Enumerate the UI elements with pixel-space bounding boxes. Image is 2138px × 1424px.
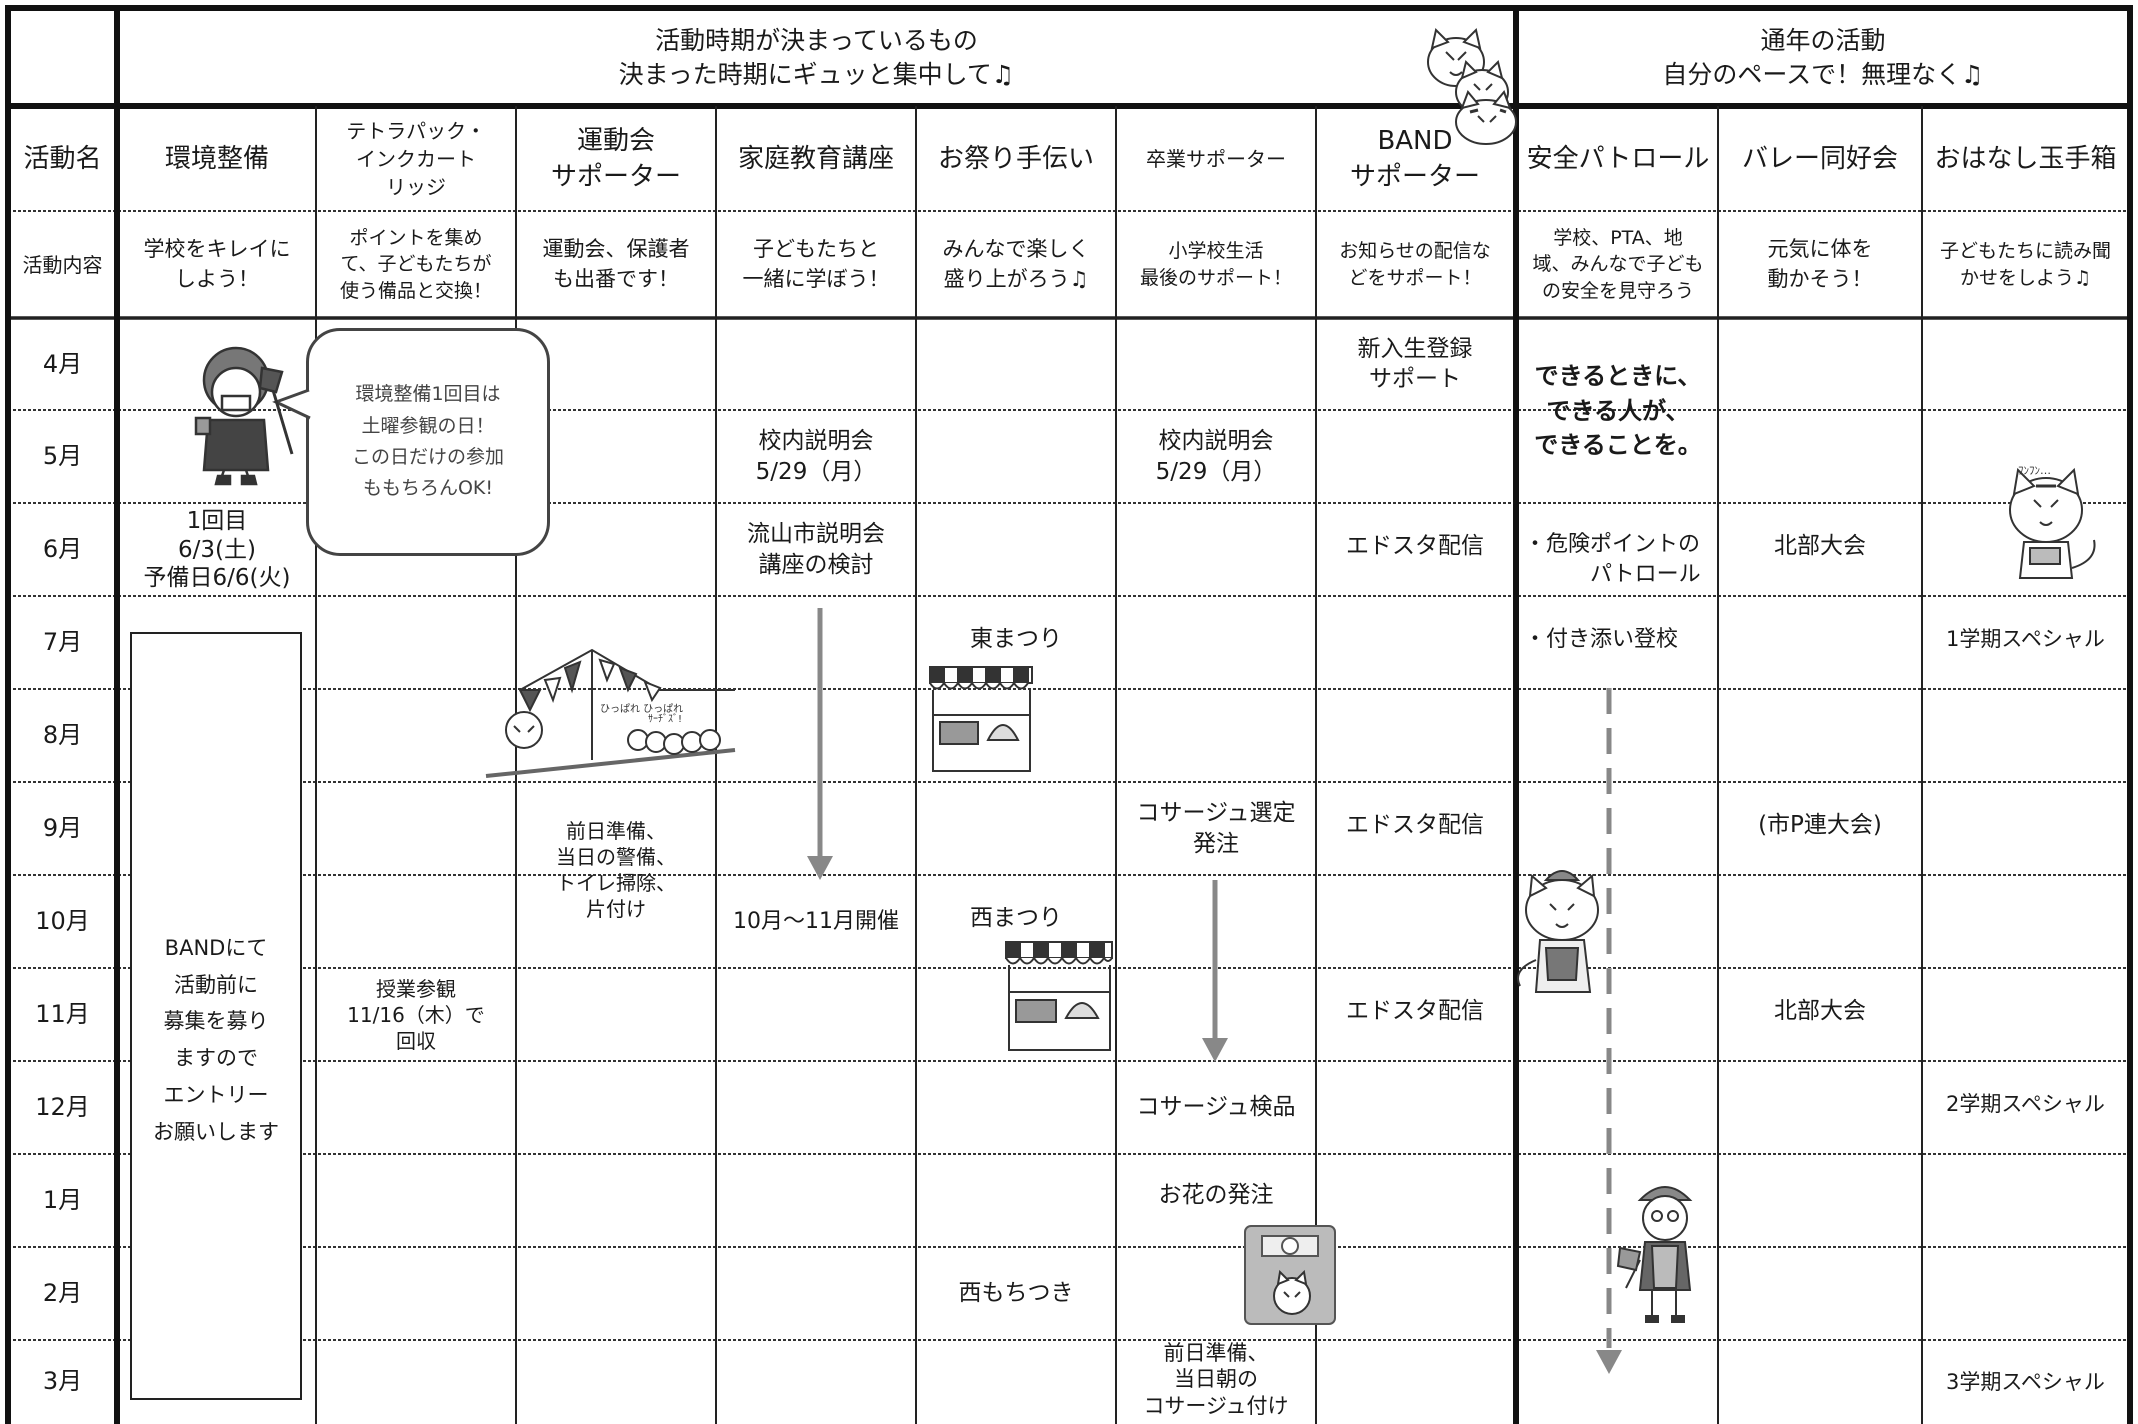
environment-june-event: 1回目 6/3(土) 予備日6/6(火) [143,507,291,592]
month-label-may: 5月 [42,442,83,471]
activity-desc-storytelling: 子どもたちに読み聞 かせをしよう♫ [1939,239,2111,289]
activity-desc-sports-day: 運動会、保護者 も出番です！ [542,237,690,291]
activity-name-volleyball: バレー同好会 [1741,143,1898,174]
month-label-dec: 12月 [35,1093,90,1122]
sports-september-event: 前日準備、 当日の警備、 トイレ掃除、 片付け [556,819,676,921]
graduation-december-event: コサージュ検品 [1136,1094,1296,1121]
yearround-header-line2: 自分のペースで！無理なく♫ [1662,60,1984,89]
month-label-aug: 8月 [42,721,83,750]
activity-name-tetrapak: テトラパック・ インクカート リッジ [346,119,486,199]
environment-band-entry-text: BANDにて 活動前に 募集を募り ますので エントリー お願いします [153,935,279,1144]
safety-july-event: ・付き添い登校 [1524,626,1679,652]
activity-name-graduation: 卒業サポーター [1146,147,1286,171]
storytelling-december-event: 2学期スペシャル [1946,1092,2105,1117]
festival-october-event: 西まつり [970,904,1062,931]
band-november-event: エドスタ配信 [1346,997,1484,1024]
activity-content-label: 活動内容 [22,252,103,277]
education-june-event: 流山市説明会 講座の検討 [747,520,885,578]
volleyball-june-event: 北部大会 [1774,532,1866,559]
education-october-event: 10月～11月開催 [733,909,899,935]
activity-name-festival: お祭り手伝い [937,143,1094,174]
yearround-group-header: 通年の活動 自分のペースで！無理なく♫ [1519,12,2127,104]
storytelling-march-event: 3学期スペシャル [1946,1369,2105,1394]
activity-name-home-education: 家庭教育講座 [737,143,894,174]
month-label-sep: 9月 [42,814,83,843]
activity-desc-tetrapak: ポイントを集め て、子どもたちが 使う備品と交換！ [339,226,492,302]
volleyball-september-event: (市P連大会) [1758,811,1882,838]
activity-name-label: 活動名 [23,143,102,174]
month-label-jul: 7月 [42,628,83,657]
month-label-jun: 6月 [42,535,83,564]
activity-name-safety: 安全パトロール [1526,143,1710,174]
activity-name-band: BAND サポーター [1349,125,1480,192]
seasonal-header-line2: 決まった時期にギュッと集中して♫ [618,60,1015,89]
activity-desc-festival: みんなで楽しく 盛り上がろう♫ [942,237,1090,291]
month-label-jan: 1月 [42,1186,83,1215]
tetrapak-november-event: 授業参観 11/16（木）で 回収 [347,977,485,1053]
activity-name-storytelling: おはなし玉手箱 [1934,143,2117,174]
education-may-event: 校内説明会 5/29（月） [755,427,877,485]
yearround-header-line1: 通年の活動 [1760,26,1886,56]
environment-band-entry-box [130,632,302,1400]
band-september-event: エドスタ配信 [1346,811,1484,838]
band-june-event: エドスタ配信 [1346,532,1484,559]
seasonal-header-line1: 活動時期が決まっているもの [655,26,978,56]
festival-july-event: 東まつり [970,625,1062,652]
safety-june-event: ・危険ポイントの パトロール [1524,532,1701,587]
month-label-feb: 2月 [42,1279,83,1308]
environment-bubble-text: 環境整備1回目は 土曜参観の日！ この日だけの参加 ももちろんOK! [351,383,504,500]
festival-february-event: 西もちつき [958,1280,1074,1307]
activity-desc-home-education: 子どもたちと 一緒に学ぼう！ [742,237,890,291]
month-label-mar: 3月 [42,1367,83,1396]
activity-desc-safety: 学校、PTA、地 域、みんなで子ども の安全を見守ろう [1532,226,1704,302]
storytelling-july-event: 1学期スペシャル [1946,627,2105,652]
graduation-may-event: 校内説明会 5/29（月） [1155,427,1277,485]
safety-motto: できるときに、 できる人が、 できることを。 [1534,361,1702,460]
month-label-oct: 10月 [35,907,90,936]
activity-desc-band: お知らせの配信な どをサポート！ [1339,239,1491,289]
activity-desc-graduation: 小学校生活 最後のサポート！ [1139,239,1292,289]
month-label-nov: 11月 [35,1000,90,1029]
environment-speech-bubble [306,328,550,556]
seasonal-group-header: 活動時期が決まっているもの 決まった時期にギュッと集中して♫ [120,12,1513,104]
graduation-march-event: 前日準備、 当日朝の コサージュ付け [1143,1341,1289,1418]
graduation-september-event: コサージュ選定 発注 [1136,799,1296,857]
graduation-january-event: お花の発注 [1158,1182,1274,1209]
volleyball-november-event: 北部大会 [1774,997,1866,1024]
activity-desc-volleyball: 元気に体を 動かそう！ [1767,237,1873,291]
band-april-event: 新入生登録 サポート [1357,336,1473,392]
activity-name-environment: 環境整備 [164,143,269,174]
activity-desc-environment: 学校をキレイに しよう！ [143,237,291,291]
month-label-apr: 4月 [42,350,83,379]
activity-name-sports-day: 運動会 サポーター [550,125,681,192]
